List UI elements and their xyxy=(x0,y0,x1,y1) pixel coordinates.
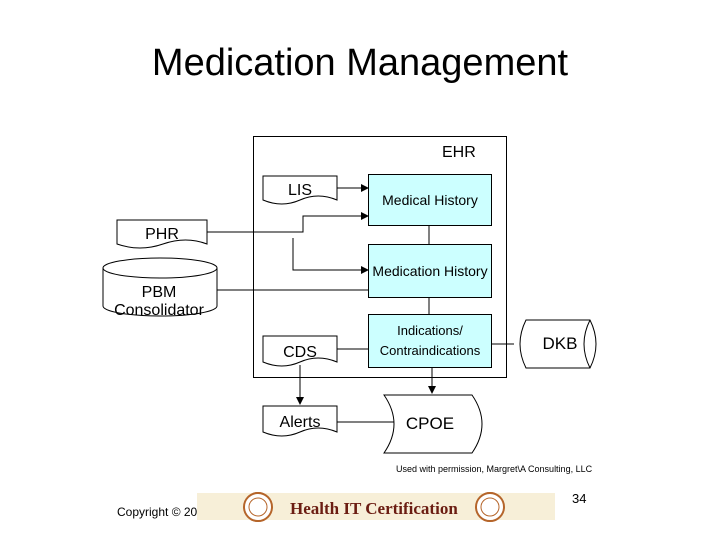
right-seal-inner-ring xyxy=(480,497,500,517)
phr-label: PHR xyxy=(145,226,179,243)
phr-shape xyxy=(116,219,208,249)
lis-shape xyxy=(262,175,338,205)
dkb-edge xyxy=(583,319,591,369)
indications-contraindications-node: Indications/ Contraindications xyxy=(368,314,492,368)
cpoe-shape xyxy=(383,394,483,454)
cpoe-label: CPOE xyxy=(405,414,455,433)
alerts-label: Alerts xyxy=(279,414,321,431)
lis-label: LIS xyxy=(287,182,312,199)
slide-title: Medication Management xyxy=(151,42,569,84)
left-seal-icon xyxy=(243,492,273,522)
alerts-shape xyxy=(262,405,338,437)
dkb-label: DKB xyxy=(542,334,578,353)
pbm-consolidator-top xyxy=(102,257,218,279)
right-seal-icon xyxy=(475,492,505,522)
pbm-consolidator-label: PBM Consolidator xyxy=(114,284,204,319)
connector-to-medication-history xyxy=(292,238,369,274)
cds-label: CDS xyxy=(283,344,317,361)
cds-shape xyxy=(262,335,338,367)
left-seal-inner-ring xyxy=(248,497,268,517)
banner-title: Health IT Certification xyxy=(290,499,458,518)
page-number: 34 xyxy=(572,491,587,506)
medication-history-node: Medication History xyxy=(368,244,492,298)
medical-history-node: Medical History xyxy=(368,174,492,226)
permission-credit: Used with permission, Margret\A Consulti… xyxy=(396,464,593,474)
pbm-consolidator-shape xyxy=(102,268,218,317)
copyright-notice: Copyright © 2005 xyxy=(117,505,211,519)
ehr-label: EHR xyxy=(442,144,476,161)
connector-phr-medical-history xyxy=(207,212,369,233)
